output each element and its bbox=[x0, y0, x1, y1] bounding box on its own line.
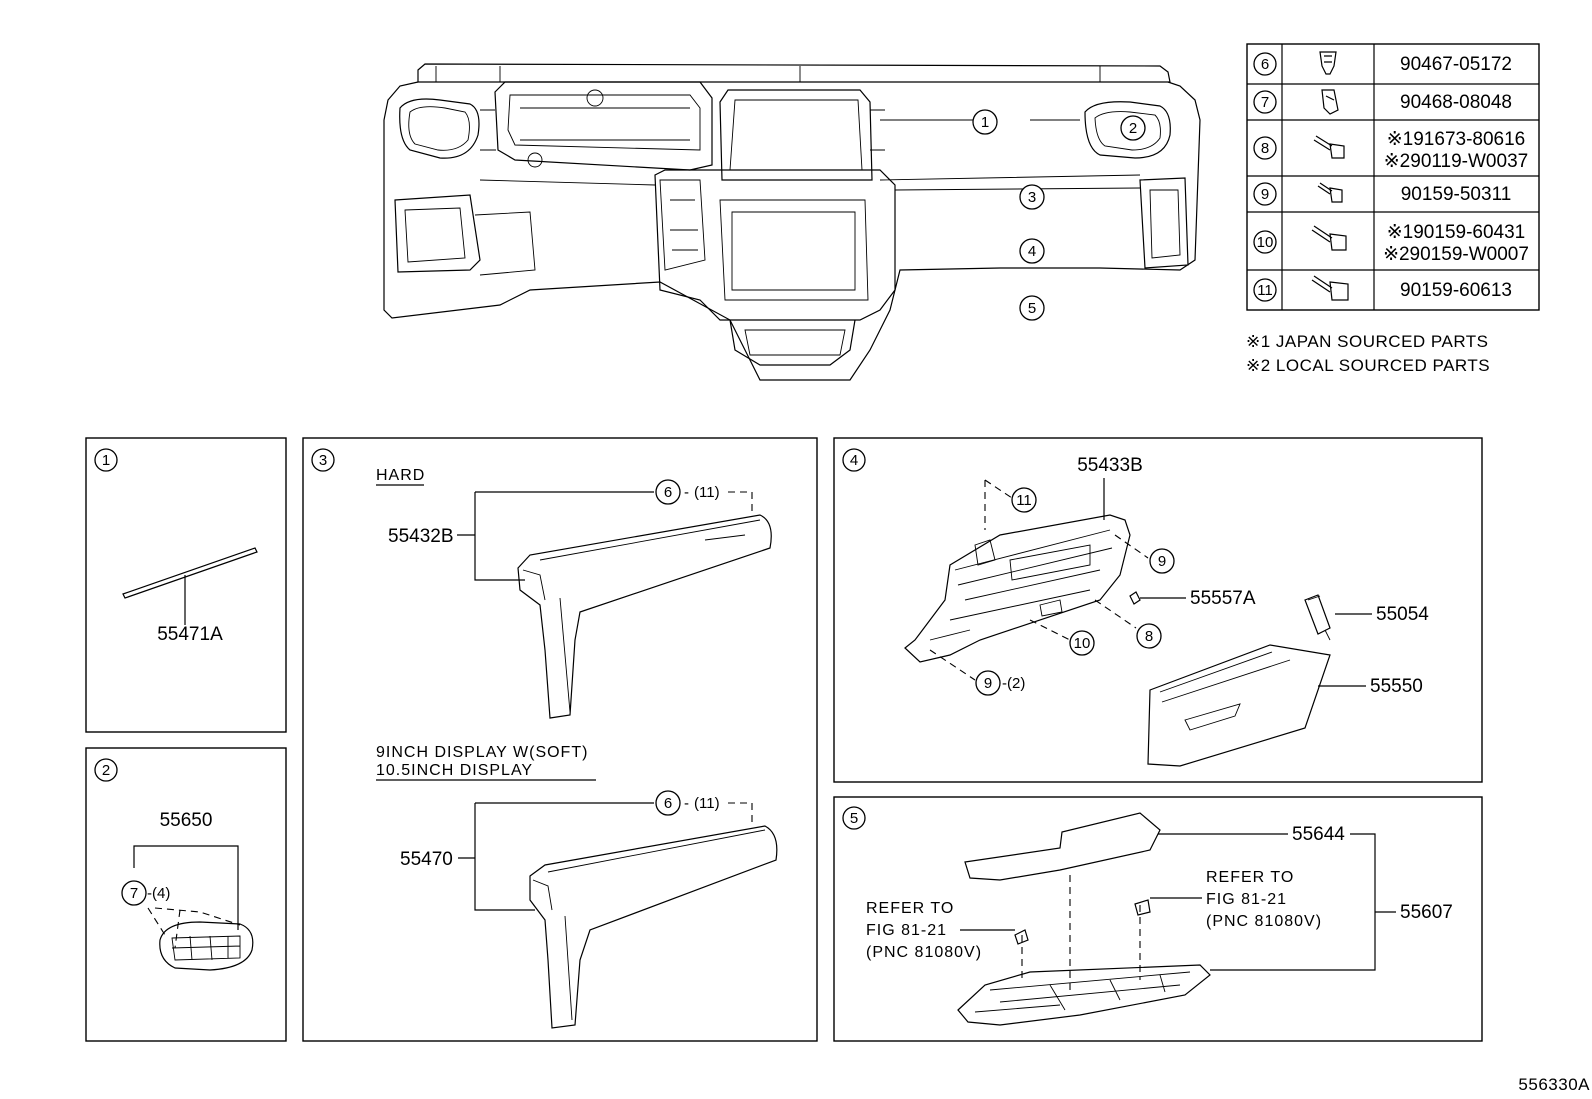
ref-callout: 7 bbox=[130, 885, 138, 902]
ref-callout: 6 bbox=[664, 484, 672, 501]
fastener-ref: 10 bbox=[1257, 234, 1274, 251]
bolt-icon bbox=[1311, 275, 1349, 301]
panel-1: 1 55471A bbox=[85, 437, 287, 733]
ref-callout: 9 bbox=[984, 675, 992, 692]
overview-callout-1: 1 bbox=[972, 109, 998, 135]
fastener-table: 6 90467-05172 7 90468-08048 8 ※191673-80… bbox=[1246, 43, 1540, 311]
center-cluster-panel-hard bbox=[517, 514, 772, 719]
vent-assembly bbox=[159, 921, 254, 971]
callout-label: 5 bbox=[1028, 300, 1036, 317]
lower-cover bbox=[964, 812, 1161, 881]
ref-callout-qty: (11) bbox=[694, 795, 720, 812]
clip-nut-icon bbox=[1321, 89, 1339, 115]
refer-text: REFER TO bbox=[866, 900, 954, 917]
part-number: 55432B bbox=[388, 526, 454, 547]
clip-icon bbox=[1319, 51, 1337, 75]
qty-label: -(2) bbox=[1002, 675, 1025, 692]
instrument-panel-overview bbox=[383, 63, 1201, 381]
moulding-strip bbox=[122, 547, 258, 599]
part-number: 55644 bbox=[1292, 824, 1345, 845]
screw-icon bbox=[1311, 225, 1347, 251]
refer-text: REFER TO bbox=[1206, 869, 1294, 886]
part-number: 55650 bbox=[160, 810, 213, 831]
refer-text: (PNC 81080V) bbox=[1206, 913, 1322, 930]
fastener-ref: 8 bbox=[1261, 140, 1269, 157]
bolt-icon bbox=[1317, 182, 1343, 203]
callout-label: 1 bbox=[981, 114, 989, 131]
variant-label-soft-1: 9INCH DISPLAY W(SOFT) bbox=[376, 744, 588, 761]
overview-callout-5: 5 bbox=[1019, 295, 1045, 321]
part-number: 55433B bbox=[1077, 455, 1143, 476]
fastener-part: ※290119-W0037 bbox=[1384, 151, 1528, 172]
panel-number: 5 bbox=[850, 810, 858, 827]
panel-5: 5 55644 55607 REFER TO FIG 81-21 (PNC 81… bbox=[833, 796, 1483, 1042]
ref-callout: 6 bbox=[664, 795, 672, 812]
fastener-ref: 11 bbox=[1257, 282, 1273, 299]
fastener-part: ※190159-60431 bbox=[1387, 222, 1525, 243]
ref-callout: 11 bbox=[1016, 492, 1032, 509]
dash: - bbox=[684, 484, 689, 501]
part-number: 55471A bbox=[157, 624, 223, 645]
callout-label: 4 bbox=[1028, 243, 1036, 260]
qty-label: -(4) bbox=[147, 885, 170, 902]
overview-callout-3: 3 bbox=[1019, 184, 1045, 210]
fastener-part: ※191673-80616 bbox=[1387, 129, 1525, 150]
variant-label-soft-2: 10.5INCH DISPLAY bbox=[376, 762, 533, 779]
fastener-part: 90159-60613 bbox=[1400, 280, 1512, 301]
note-local: ※2 LOCAL SOURCED PARTS bbox=[1246, 356, 1490, 375]
variant-label-hard: HARD bbox=[376, 467, 425, 484]
fastener-part: 90467-05172 bbox=[1400, 54, 1512, 75]
panel-3: 3 HARD 55432B 6 - (11) 9INCH DISPLAY W(S… bbox=[302, 437, 818, 1042]
dash: - bbox=[684, 795, 689, 812]
fastener-ref: 9 bbox=[1261, 186, 1269, 203]
center-cluster-panel-soft bbox=[529, 825, 778, 1029]
refer-text: (PNC 81080V) bbox=[866, 944, 982, 961]
panel-number: 4 bbox=[850, 452, 858, 469]
figure-code: 556330A bbox=[1518, 1075, 1590, 1094]
part-number: 55470 bbox=[400, 849, 453, 870]
part-number: 55607 bbox=[1400, 902, 1453, 923]
panel-4: 4 55433B 11 9 55557A 8 10 9 -(2) bbox=[833, 437, 1483, 783]
callout-label: 3 bbox=[1028, 189, 1036, 206]
fastener-ref: 6 bbox=[1261, 56, 1269, 73]
overview-callout-4: 4 bbox=[1019, 238, 1045, 264]
fastener-part: ※290159-W0007 bbox=[1383, 244, 1529, 265]
refer-text: FIG 81-21 bbox=[1206, 891, 1287, 908]
callout-label: 2 bbox=[1129, 120, 1137, 137]
panel-number: 3 bbox=[319, 452, 327, 469]
lower-panel-assembly bbox=[957, 964, 1211, 1026]
fastener-part: 90159-50311 bbox=[1401, 184, 1512, 205]
glove-box-door bbox=[1147, 644, 1331, 767]
damper bbox=[1304, 594, 1331, 641]
part-number: 55550 bbox=[1370, 676, 1423, 697]
part-number: 55557A bbox=[1190, 588, 1256, 609]
part-number: 55054 bbox=[1376, 604, 1429, 625]
ref-callout: 10 bbox=[1074, 635, 1091, 652]
overview-callout-2: 2 bbox=[1120, 115, 1146, 141]
fastener-part: 90468-08048 bbox=[1400, 92, 1512, 113]
panel-2: 2 55650 7 -(4) bbox=[85, 747, 287, 1042]
screw-icon bbox=[1313, 135, 1345, 159]
panel-number: 2 bbox=[102, 762, 110, 779]
ref-callout: 9 bbox=[1158, 553, 1166, 570]
glove-box-housing bbox=[904, 514, 1131, 663]
refer-text: FIG 81-21 bbox=[866, 922, 947, 939]
note-japan: ※1 JAPAN SOURCED PARTS bbox=[1246, 332, 1489, 351]
ref-callout-qty: (11) bbox=[694, 484, 720, 501]
fastener-ref: 7 bbox=[1261, 94, 1269, 111]
ref-callout: 8 bbox=[1145, 628, 1153, 645]
panel-number: 1 bbox=[102, 452, 110, 469]
